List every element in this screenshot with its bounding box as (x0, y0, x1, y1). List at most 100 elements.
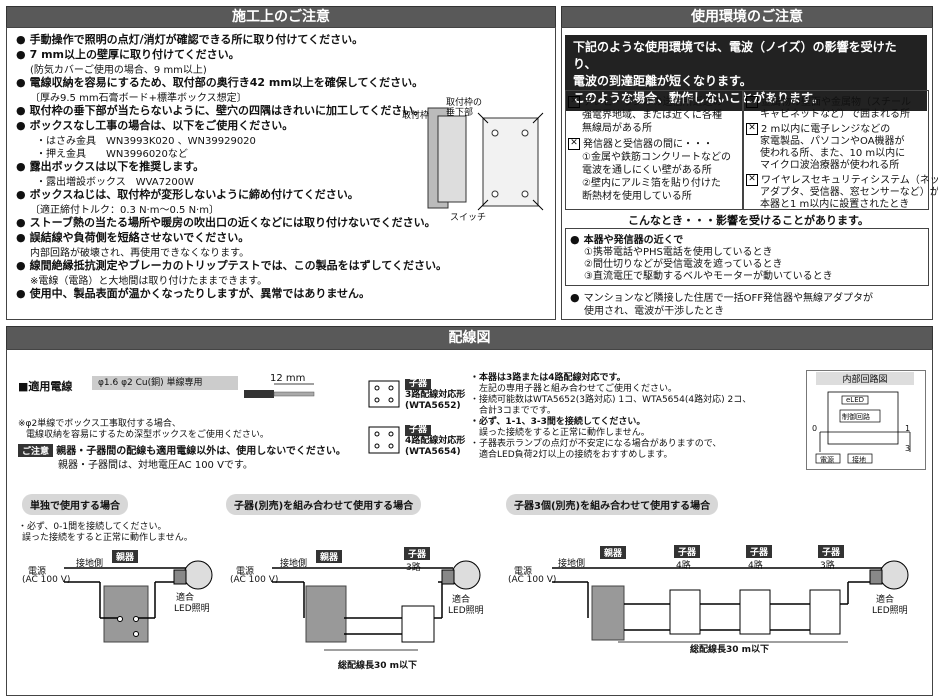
apartment-1: 使用され、電波が干渉したとき (584, 306, 725, 317)
env-right-col (743, 90, 929, 210)
construction-note-13: ストーブ熱の当たる場所や暖房の吹出口の近くなどには取り付けないでください。 (16, 214, 436, 230)
env-right-1-2: 使われる所、また、10 m以内に (760, 148, 906, 159)
env-right-2-2: 本器と1 m以内に設置されたとき (760, 199, 910, 210)
wiring-note-7: 適合LED負荷2灯以上の接続をおすすめします。 (470, 450, 673, 460)
construction-note-7: ・はさみ金具 WN3993K020 、WN39929020 (36, 136, 256, 147)
d1-power-0: 電源 (28, 567, 47, 577)
x-mark-icon: ✕ (568, 138, 580, 150)
construction-note-0: 手動操作で照明の点灯/消灯が確認できる所に取り付けてください。 (16, 31, 363, 47)
x-mark-icon: ✕ (568, 96, 580, 108)
env-left-col (565, 90, 743, 210)
env-left-1-2: 電波を通しにくい壁がある所 (582, 165, 712, 176)
caution-tag: ご注意 (18, 444, 54, 457)
construction-note-9: 露出ボックスは以下を推奨します。 (16, 158, 205, 174)
caution-1: 親器・子器間は、対地電圧AC 100 Vです。 (58, 460, 253, 471)
construction-note-3: 電線収納を容易にするため、取付部の奥行き42 mm以上を確保してください。 (16, 74, 424, 90)
d2-child: 子器 (404, 547, 431, 560)
d3-child2: 子器 (746, 545, 773, 558)
d3-4way-2: 4路 (748, 561, 763, 571)
env-right-0-0: ✕金属物の壁面や金属物（スチール (746, 93, 911, 108)
strip-length: 12 mm (270, 373, 306, 384)
wiring-note-2: ・接続可能数はWTA5652(3路対応) 1コ、WTA5654(4路対応) 2コ… (470, 395, 752, 405)
d2-ground: 接地側 (280, 559, 308, 569)
ic-power: 電源 (820, 456, 834, 464)
frame-label: 取付枠 (402, 111, 430, 121)
d3-ground: 接地側 (558, 559, 586, 569)
noise-warning: 下記のような使用環境では、電波（ノイズ）の影響を受けたり、 電波の到達距離が短く… (565, 35, 927, 111)
wiring-note-4: ・必ず、1-1、3-3間を接続してください。 (470, 417, 646, 427)
wiring-note-0: ・本器は3路または4路配線対応です。 (470, 373, 626, 383)
d1-master: 親器 (112, 550, 139, 563)
wiring-note-1: 左記の専用子器と組み合わせてご使用ください。 (470, 384, 678, 394)
internal-circuit-box (806, 370, 926, 470)
case1-title: 単独で使用する場合 (22, 494, 128, 515)
case1-note-0: ・必ず、0-1間を接続してください。 (18, 522, 167, 532)
construction-note-15: 内部回路が破壊され、再使用できなくなります。 (30, 248, 250, 259)
construction-note-16: 線間絶縁抵抗測定やブレーカのトリップテストでは、この製品をはずしてください。 (16, 257, 447, 273)
diagram-single (64, 560, 213, 643)
env-left-0-2: 無線局がある所 (582, 123, 652, 134)
d2-led-1: LED照明 (448, 606, 484, 616)
d3-master: 親器 (600, 546, 627, 559)
env-right-0-1: キャビネットなど）で囲まれる所 (760, 109, 910, 120)
construction-note-14: 誤結線や負荷側を短絡させないでください。 (16, 229, 250, 245)
construction-note-2: (防気カバーご使用の場合、9 mm以上) (30, 65, 207, 76)
d3-3way: 3路 (820, 561, 835, 571)
construction-notes-header: 施工上のご注意 (6, 6, 556, 28)
case3-title: 子器3個(別売)を組み合わせて使用する場合 (506, 494, 719, 515)
construction-note-11: ボックスねじは、取付枠が変形しないように締め付けてください。 (16, 186, 359, 202)
construction-note-8: ・押え金具 WN3996020など (36, 149, 188, 160)
wiring-note-5: 誤った接続をすると正常に動作しません。 (470, 428, 650, 438)
wiring-note-3: 合計3コまでです。 (470, 406, 556, 416)
when-title: こんなとき・・・影響を受けることがあります。 (628, 214, 869, 227)
ic-control: 制御回路 (842, 413, 870, 421)
phi2-note-1: 電線収納を容易にするため深型ボックスをご使用ください。 (26, 430, 269, 440)
env-left-1-3: ②壁内にアルミ箔を貼り付けた (582, 178, 721, 189)
internal-circuit-title: 内部回路図 (816, 372, 914, 385)
child4-icon (368, 426, 400, 454)
child3-icon (368, 380, 400, 408)
when-item-0: 本器や発信器の近くで (570, 231, 684, 246)
ic-eled: eLED (846, 396, 865, 404)
when-item-1: ①携帯電話やPHS電話を使用しているとき (584, 247, 773, 258)
environment-box (561, 27, 933, 320)
d2-power-1: (AC 100 V) (230, 575, 279, 585)
d3-led-0: 適合 (876, 595, 895, 605)
env-left-1-1: ①金属や鉄筋コンクリートなどの (582, 152, 731, 163)
frame-hang-label: 取付枠の垂下部 (446, 98, 483, 118)
wire-spec: φ1.6 φ2 Cu(銅) 単線専用 (92, 376, 238, 390)
ic-t3: 3 (905, 444, 911, 453)
construction-note-4: 〔厚み9.5 mm石膏ボード+標準ボックス想定〕 (30, 93, 247, 104)
case2-title: 子器(別売)を組み合わせて使用する場合 (226, 494, 422, 515)
construction-note-10: ・露出増設ボックス WVA7200W (36, 177, 194, 188)
construction-note-12: 〔適正締付トルク：0.3 N·m〜0.5 N·m〕 (30, 205, 219, 216)
switch-label: スイッチ (450, 213, 487, 223)
construction-note-6: ボックスなし工事の場合は、以下をご使用ください。 (16, 117, 294, 133)
d3-power-1: (AC 100 V) (508, 575, 557, 585)
env-right-2-1: アダプタ、受信器、窓センサーなど）が、 (760, 187, 938, 198)
mounting-frame-figure (427, 107, 544, 211)
d1-power-1: (AC 100 V) (22, 575, 71, 585)
d2-length: 総配線長30 m以下 (338, 661, 418, 671)
wiring-box (6, 349, 933, 696)
when-item-2: ②間仕切りなどが受信電波を遮っているとき (584, 259, 783, 270)
construction-note-5: 取付枠の垂下部が当たらないように、壁穴の四隅はきれいに加工してください。 (16, 102, 425, 118)
wire-label: ■適用電線 (18, 380, 73, 393)
wiring-note-6: ・子器表示ランプの点灯が不安定になる場合がありますので、 (470, 439, 722, 449)
when-item-3: ③直流電圧で駆動するベルやモーターが動いているとき (584, 271, 833, 282)
d1-led-1: LED照明 (174, 604, 210, 614)
internal-circuit-diagram (815, 391, 911, 464)
d2-power-0: 電源 (236, 567, 255, 577)
env-left-0-0: ✕テレビ・ラジオの送信所近辺の (568, 93, 723, 108)
x-mark-icon: ✕ (746, 96, 758, 108)
x-mark-icon: ✕ (746, 174, 758, 186)
wiring-header: 配線図 (6, 326, 933, 350)
construction-note-17: ※電線（電路）と大地間は取り付けたままできます。 (30, 276, 268, 287)
when-box (565, 228, 929, 286)
d3-led-1: LED照明 (872, 606, 908, 616)
d3-power-0: 電源 (514, 567, 533, 577)
caution-row: ご注意 親器・子器間の配線も適用電線以外は、使用しないでください。 (18, 442, 346, 457)
env-right-1-1: 家電製品、パソコンやOA機器が (760, 136, 905, 147)
